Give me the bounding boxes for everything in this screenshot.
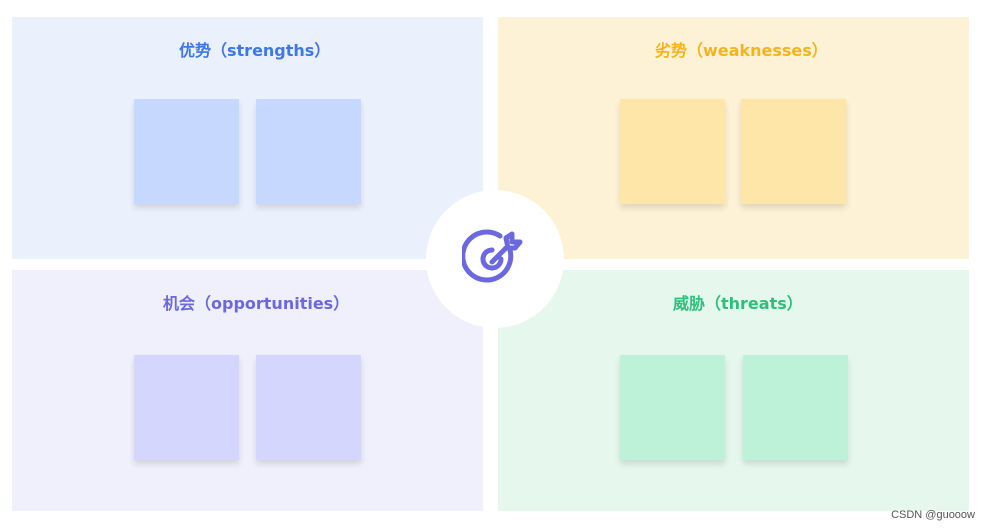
sticky-note[interactable] — [134, 99, 239, 204]
sticky-note[interactable] — [741, 99, 846, 204]
watermark: CSDN @guooow — [891, 509, 975, 521]
sticky-note[interactable] — [134, 355, 239, 460]
sticky-note[interactable] — [256, 99, 361, 204]
sticky-note[interactable] — [620, 99, 725, 204]
threats-quadrant: 威胁（threats） — [498, 270, 969, 511]
target-arrow-icon — [462, 229, 523, 283]
opportunities-title: 机会（opportunities） — [163, 294, 350, 313]
sticky-note[interactable] — [620, 355, 725, 460]
strengths-quadrant: 优势（strengths） — [12, 17, 483, 259]
threats-title: 威胁（threats） — [673, 294, 803, 313]
weaknesses-quadrant: 劣势（weaknesses） — [498, 17, 969, 259]
opportunities-quadrant: 机会（opportunities） — [12, 270, 483, 511]
strengths-title: 优势（strengths） — [179, 41, 331, 60]
center-badge — [426, 190, 564, 328]
sticky-note[interactable] — [256, 355, 361, 460]
sticky-note[interactable] — [743, 355, 848, 460]
weaknesses-title: 劣势（weaknesses） — [655, 41, 828, 60]
